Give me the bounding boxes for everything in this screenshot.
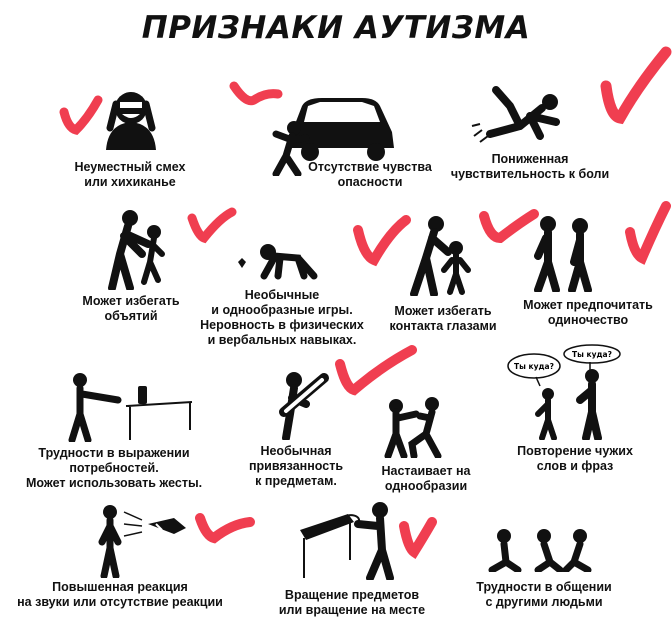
poster-title: ПРИЗНАКИ АУТИЗМА (141, 10, 531, 46)
red-checkmark-icon (335, 345, 417, 396)
echolalia-icon: Ты куда? Ты куда? (507, 344, 621, 440)
trumpet-sound-icon (98, 505, 186, 578)
eye-contact-icon (410, 216, 471, 296)
red-checkmark-icon (479, 209, 539, 244)
spinning-object-icon (300, 502, 394, 580)
social-difficulty-icon (488, 529, 592, 572)
person-before-car-icon (272, 98, 394, 176)
falling-person-icon (471, 86, 560, 143)
crawling-play-icon (238, 244, 318, 280)
red-checkmark-icon (600, 46, 672, 125)
red-checkmark-icon (195, 513, 255, 544)
red-checkmark-icon (229, 81, 283, 106)
solitude-icon (534, 216, 592, 292)
red-checkmark-icon (399, 517, 437, 560)
pointing-gesture-icon (68, 373, 193, 442)
sameness-icon (384, 397, 442, 458)
hug-avoidance-icon (108, 210, 165, 290)
red-checkmark-icon (353, 215, 411, 267)
red-checkmark-icon (187, 207, 237, 244)
laughing-person-icon (106, 92, 156, 150)
red-checkmark-icon (625, 201, 671, 265)
object-attachment-icon (279, 372, 329, 440)
red-checkmark-icon (59, 95, 103, 135)
speech-bubble-text: Ты куда? (514, 362, 554, 371)
speech-bubble-text: Ты куда? (572, 350, 612, 359)
